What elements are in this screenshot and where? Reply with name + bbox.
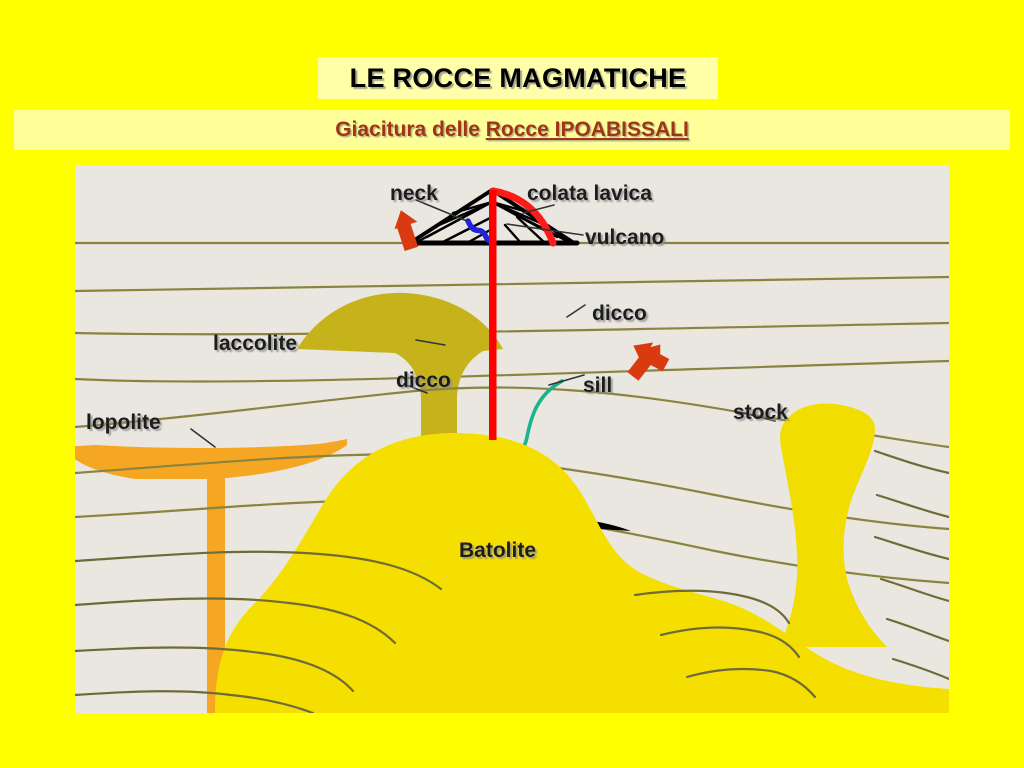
label-dicco-upper: dicco <box>592 302 647 325</box>
label-vulcano: vulcano <box>585 226 664 249</box>
stock-intrusion <box>779 403 887 647</box>
geological-cross-section-diagram: neck colata lavica vulcano dicco laccoli… <box>75 165 949 713</box>
label-dicco-lower: dicco <box>396 369 451 392</box>
feeder-dike-red <box>489 190 497 440</box>
page-title: LE ROCCE MAGMATICHE <box>349 62 687 93</box>
label-batolite: Batolite <box>459 539 536 562</box>
diagram-labels: neck colata lavica vulcano dicco laccoli… <box>86 182 788 562</box>
lava-flow <box>489 187 557 247</box>
title-box: LE ROCCE MAGMATICHE <box>318 57 718 99</box>
subtitle-underlined: Rocce IPOABISSALI <box>485 118 689 141</box>
arrow-neck-icon <box>394 210 419 252</box>
page-subtitle: Giacitura delle Rocce IPOABISSALI <box>335 118 689 142</box>
batholith-intrusion <box>215 433 949 713</box>
arrow-sill-icon <box>633 342 670 372</box>
label-neck: neck <box>390 182 438 205</box>
label-colata-lavica: colata lavica <box>527 182 652 205</box>
label-laccolite: laccolite <box>213 332 297 355</box>
subtitle-prefix: Giacitura delle <box>335 118 486 141</box>
leader-lines <box>190 199 776 448</box>
label-sill: sill <box>583 374 612 397</box>
subtitle-band: Giacitura delle Rocce IPOABISSALI <box>14 110 1010 150</box>
label-lopolite: lopolite <box>86 411 161 434</box>
label-stock: stock <box>733 401 788 424</box>
strata-lines-lower <box>75 449 949 713</box>
